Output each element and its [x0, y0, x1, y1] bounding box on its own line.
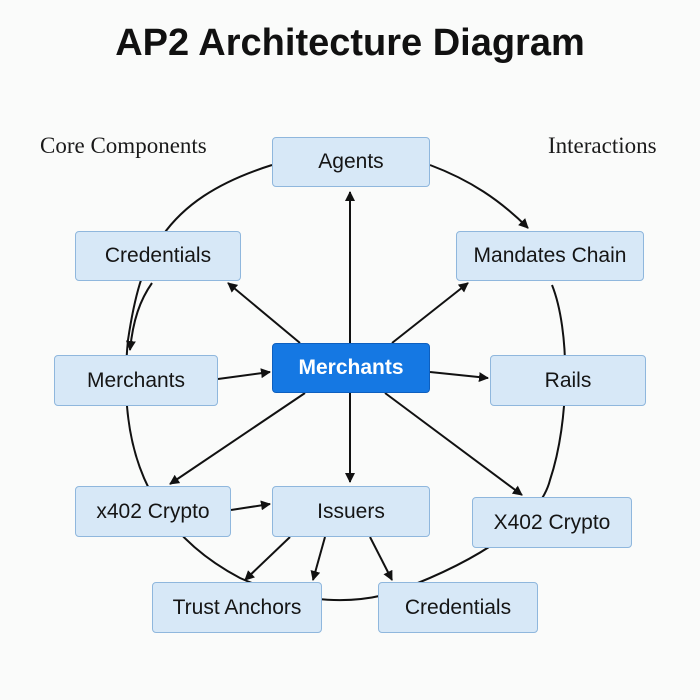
node-x402-crypto-right[interactable]: X402 Crypto — [472, 497, 632, 548]
node-merchants-left[interactable]: Merchants — [54, 355, 218, 406]
edge-merchants_center-to-rails — [429, 371, 489, 383]
node-credentials-top[interactable]: Credentials — [75, 231, 241, 281]
ring-arc-top-right — [429, 164, 529, 229]
node-merchants-center[interactable]: Merchants — [272, 343, 430, 393]
node-mandates-chain[interactable]: Mandates Chain — [456, 231, 644, 281]
edge-issuers-to-trust — [244, 536, 291, 581]
edge-merchants_center-to-crypto_left — [169, 392, 306, 485]
node-agents[interactable]: Agents — [272, 137, 430, 187]
node-issuers[interactable]: Issuers — [272, 486, 430, 537]
core-components-label: Core Components — [40, 133, 207, 158]
edge-merchants_left-to-merchants_center — [217, 368, 271, 380]
edge-merchants_center-to-crypto_right — [384, 392, 523, 496]
edge-merchants_center-to-mandates — [391, 282, 469, 344]
ring-arc-left — [125, 282, 153, 351]
interactions-label: Interactions — [548, 133, 657, 158]
edge-crypto_left-to-issuers — [230, 500, 271, 511]
edge-issuers-to-credentials_bottom — [369, 536, 393, 581]
node-credentials-bottom[interactable]: Credentials — [378, 582, 538, 633]
edge-merchants_center-to-credentials_top — [227, 282, 301, 344]
node-x402-crypto-left[interactable]: x402 Crypto — [75, 486, 231, 537]
node-trust-anchors[interactable]: Trust Anchors — [152, 582, 322, 633]
node-rails[interactable]: Rails — [490, 355, 646, 406]
diagram-title: AP2 Architecture Diagram — [115, 22, 585, 64]
edge-issuers-to-trust-anchors-secondary — [310, 536, 326, 581]
